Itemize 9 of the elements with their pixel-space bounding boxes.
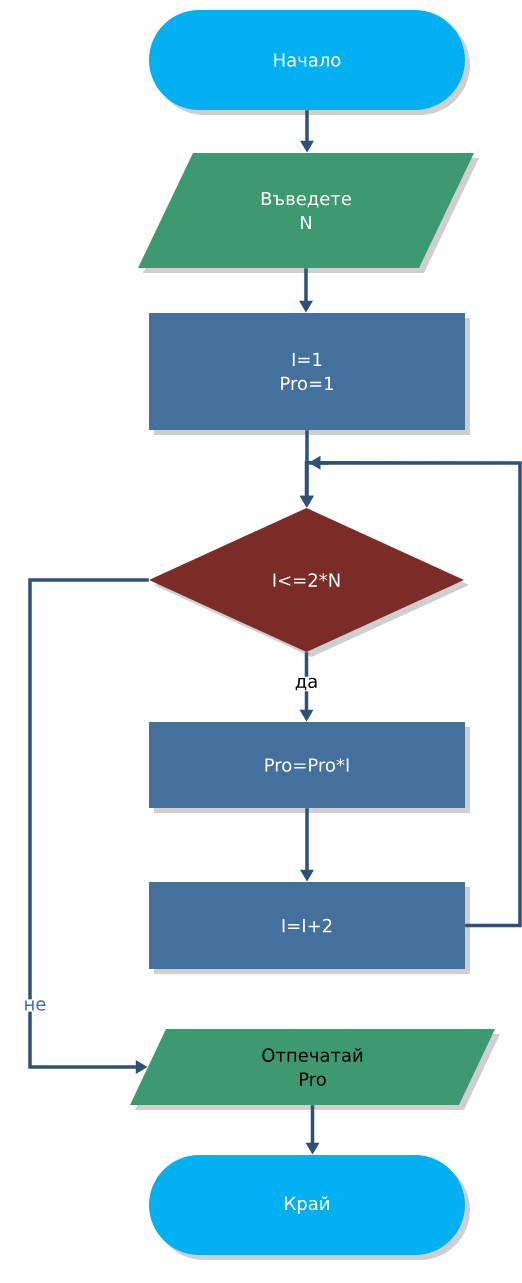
process-box: Pro=Pro*I (149, 722, 470, 813)
process-box: I=I+2 (149, 882, 470, 974)
edge-label: да (293, 676, 320, 692)
edge-label: не (22, 999, 48, 1012)
output-parallelogram: Отпечатай Pro (130, 1029, 500, 1110)
start-terminal: Начало (149, 10, 470, 115)
end-terminal: Край (149, 1155, 470, 1260)
input-parallelogram: Въведете N (138, 153, 479, 273)
process-box: I=1 Pro=1 (149, 313, 470, 435)
